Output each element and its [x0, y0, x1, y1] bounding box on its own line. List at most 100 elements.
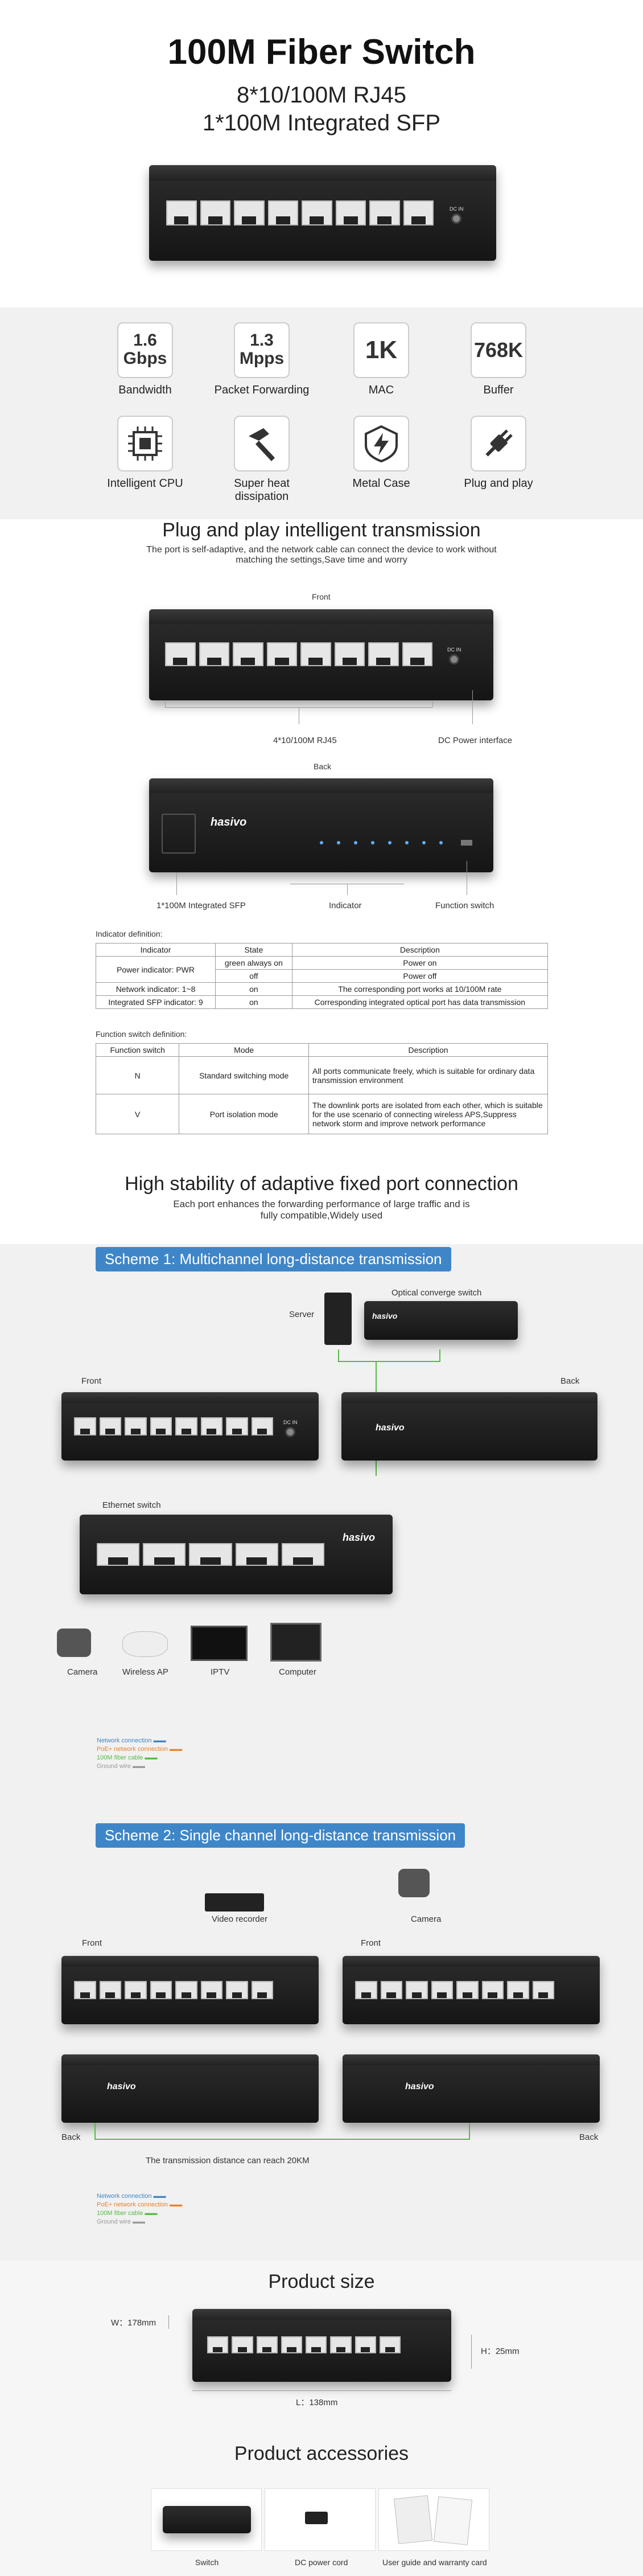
length-dimension: L：138mm: [296, 2398, 338, 2407]
s2-fiber-link: [94, 2123, 470, 2140]
scheme1-section: High stability of adaptive fixed port co…: [0, 1173, 643, 1816]
iptv-icon: [191, 1626, 248, 1661]
stability-desc-line2: fully compatible,Widely used: [260, 1210, 383, 1221]
device-iptv-label: IPTV: [211, 1667, 230, 1677]
feature-packet-forwarding: 1.3 Mpps Packet Forwarding: [211, 322, 313, 397]
s2-front-left-label: Front: [82, 1938, 102, 1948]
height-dimension: H：25mm: [481, 2347, 520, 2356]
s2-front-right-label: Front: [361, 1938, 381, 1948]
brand-logo: hasivo: [211, 816, 247, 828]
stability-title: High stability of adaptive fixed port co…: [125, 1173, 518, 1195]
feature-heat: Super heat dissipation: [211, 416, 313, 503]
scheme1-banner: Scheme 1: Multichannel long-distance tra…: [96, 1247, 451, 1271]
header-section: 100M Fiber Switch 8*10/100M RJ45 1*100M …: [0, 0, 643, 307]
accessories-section: Product accessories Switch DC power cord…: [0, 2431, 643, 2576]
buffer-icon: 768K: [471, 322, 526, 378]
rj45-label: 4*10/100M RJ45: [273, 736, 337, 745]
feature-mac: 1K MAC: [330, 322, 432, 397]
accessory-switch-card: [151, 2488, 262, 2551]
wireless-ap-icon: [122, 1631, 168, 1657]
s2-front-right-switch: [343, 1956, 600, 2024]
packet-icon: 1.3 Mpps: [234, 322, 290, 378]
s2-front-left-switch: [61, 1956, 319, 2024]
switch-back-diagram: hasivo: [149, 778, 493, 872]
features-section: 1.6 Gbps Bandwidth 1.3 Mpps Packet Forwa…: [0, 307, 643, 519]
width-dimension: W：178mm: [111, 2318, 156, 2328]
s2-camera-label: Camera: [411, 1914, 442, 1924]
subtitle-sfp: 1*100M Integrated SFP: [202, 110, 441, 136]
page-title: 100M Fiber Switch: [167, 32, 476, 72]
scheme2-section: Scheme 2: Single channel long-distance t…: [0, 1816, 643, 2261]
feature-buffer: 768K Buffer: [447, 322, 550, 397]
hammer-icon: [234, 416, 290, 471]
accessory-power-cord-card: [265, 2488, 376, 2551]
indicator-def-title: Indicator definition:: [96, 929, 163, 938]
accessory-label-cord: DC power cord: [295, 2558, 348, 2567]
dc-power-label: DC Power interface: [438, 736, 513, 745]
function-switch: [461, 840, 472, 846]
optical-switch: hasivo: [364, 1301, 518, 1340]
s2-back-right-switch: hasivo: [343, 2054, 600, 2123]
dc-in-jack: DC IN: [450, 206, 464, 224]
plug-desc-line1: The port is self-adaptive, and the netwo…: [146, 545, 497, 555]
size-section: Product size W：178mm H：25mm L：138mm: [0, 2261, 643, 2431]
feature-bandwidth: 1.6 Gbps Bandwidth: [94, 322, 196, 397]
user-guide-icon: [393, 2495, 433, 2544]
feature-cpu: Intelligent CPU: [94, 416, 196, 490]
accessory-label-switch: Switch: [195, 2558, 219, 2567]
bolt-shield-icon: [353, 416, 409, 471]
stability-desc-line1: Each port enhances the forwarding perfor…: [173, 1199, 470, 1209]
ethernet-switch: hasivo: [80, 1515, 393, 1594]
warranty-card-icon: [433, 2496, 473, 2545]
distance-label: The transmission distance can reach 20KM: [146, 2156, 310, 2165]
indicator-label: Indicator: [329, 901, 362, 910]
port-row: [166, 200, 434, 225]
size-title: Product size: [268, 2271, 375, 2292]
accessory-guide-card: [378, 2488, 489, 2551]
s1-back-switch: hasivo: [341, 1392, 597, 1461]
s2-back-right-label: Back: [579, 2132, 599, 2142]
sfp-label: 1*100M Integrated SFP: [156, 901, 246, 910]
subtitle-rj45: 8*10/100M RJ45: [237, 83, 406, 108]
cpu-icon: [117, 416, 173, 471]
optical-switch-label: Optical converge switch: [391, 1288, 482, 1298]
s2-back-left-switch: hasivo: [61, 2054, 319, 2123]
front-label: Front: [312, 592, 331, 601]
accessory-label-guide: User guide and warranty card: [382, 2558, 487, 2567]
video-recorder-label: Video recorder: [212, 1914, 268, 1924]
camera-icon: [57, 1629, 91, 1657]
ethernet-switch-label: Ethernet switch: [102, 1500, 161, 1510]
size-switch: [192, 2309, 451, 2382]
computer-icon: [270, 1623, 322, 1662]
s1-front-label: Front: [81, 1376, 102, 1386]
plug-play-section: Plug and play intelligent transmission T…: [0, 519, 643, 1173]
server-icon: [324, 1293, 352, 1345]
s2-back-left-label: Back: [61, 2132, 81, 2142]
power-cord-icon: [305, 2512, 328, 2524]
function-switch-label: Function switch: [435, 901, 494, 910]
s1-front-switch: DC IN: [61, 1392, 319, 1461]
fiber-link: [338, 1349, 440, 1362]
feature-plug: Plug and play: [447, 416, 550, 490]
plug-icon: [471, 416, 526, 471]
scheme2-legend: Network connection ▬▬ PoE+ network conne…: [97, 2193, 183, 2225]
device-computer-label: Computer: [279, 1667, 316, 1677]
s1-back-label: Back: [560, 1376, 580, 1386]
scheme1-legend: Network connection ▬▬ PoE+ network conne…: [97, 1737, 183, 1770]
feature-metal: Metal Case: [330, 416, 432, 490]
switch-front-diagram: DC IN: [149, 609, 493, 700]
accessories-title: Product accessories: [234, 2443, 409, 2464]
server-label: Server: [289, 1310, 315, 1319]
scheme2-banner: Scheme 2: Single channel long-distance t…: [96, 1823, 465, 1848]
device-camera-label: Camera: [67, 1667, 98, 1677]
plug-title: Plug and play intelligent transmission: [162, 519, 481, 541]
device-ap-label: Wireless AP: [122, 1667, 168, 1677]
mac-icon: 1K: [353, 322, 409, 378]
back-label: Back: [314, 762, 332, 771]
video-recorder-icon: [205, 1893, 264, 1912]
plug-desc-line2: matching the settings,Save time and worr…: [236, 555, 407, 565]
sfp-port: [162, 814, 196, 854]
s2-camera-icon: [398, 1869, 430, 1897]
